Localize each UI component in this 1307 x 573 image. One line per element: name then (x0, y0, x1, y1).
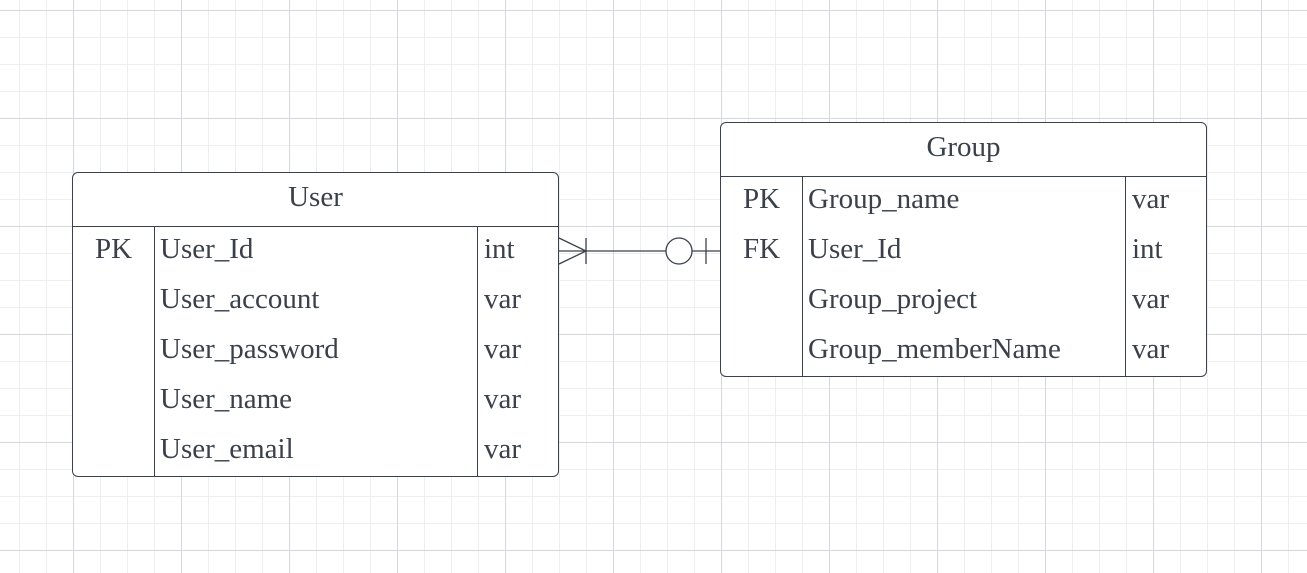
field-name: User_name (160, 383, 293, 415)
field-name: Group_memberName (808, 333, 1061, 365)
field-row[interactable]: PK User_Id int (73, 227, 558, 277)
entity-title: Group (721, 123, 1206, 177)
field-type: var (1132, 333, 1170, 365)
field-type: int (484, 233, 515, 265)
field-name: User_Id (808, 233, 902, 265)
field-row[interactable]: Group_project var (721, 277, 1206, 327)
field-type: var (484, 333, 522, 365)
key-cell: PK (742, 183, 781, 215)
field-type: var (1132, 283, 1170, 315)
key-column-divider (802, 177, 803, 376)
field-name: User_Id (160, 233, 254, 265)
field-row[interactable]: User_password var (73, 327, 558, 377)
field-name: User_email (160, 433, 294, 465)
type-column-divider (477, 227, 478, 476)
field-name: User_password (160, 333, 339, 365)
field-name: Group_name (808, 183, 960, 215)
field-type: var (484, 283, 522, 315)
user-entity[interactable]: User PK User_Id int User_account var Use… (72, 172, 559, 477)
field-type: var (1132, 183, 1170, 215)
field-name: Group_project (808, 283, 978, 315)
field-name: User_account (160, 283, 320, 315)
field-type: int (1132, 233, 1163, 265)
key-cell: FK (742, 233, 781, 265)
field-type: var (484, 433, 522, 465)
field-type: var (484, 383, 522, 415)
entity-title: User (73, 173, 558, 227)
field-row[interactable]: Group_memberName var (721, 327, 1206, 376)
type-column-divider (1125, 177, 1126, 376)
field-row[interactable]: User_email var (73, 427, 558, 476)
field-row[interactable]: FK User_Id int (721, 227, 1206, 277)
group-entity[interactable]: Group PK Group_name var FK User_Id int G… (720, 122, 1207, 377)
zero-circle-icon (665, 237, 693, 265)
entity-body: PK Group_name var FK User_Id int Group_p… (721, 177, 1206, 376)
field-row[interactable]: User_name var (73, 377, 558, 427)
entity-body: PK User_Id int User_account var User_pas… (73, 227, 558, 476)
key-column-divider (154, 227, 155, 476)
field-row[interactable]: PK Group_name var (721, 177, 1206, 227)
field-row[interactable]: User_account var (73, 277, 558, 327)
key-cell: PK (94, 233, 133, 265)
